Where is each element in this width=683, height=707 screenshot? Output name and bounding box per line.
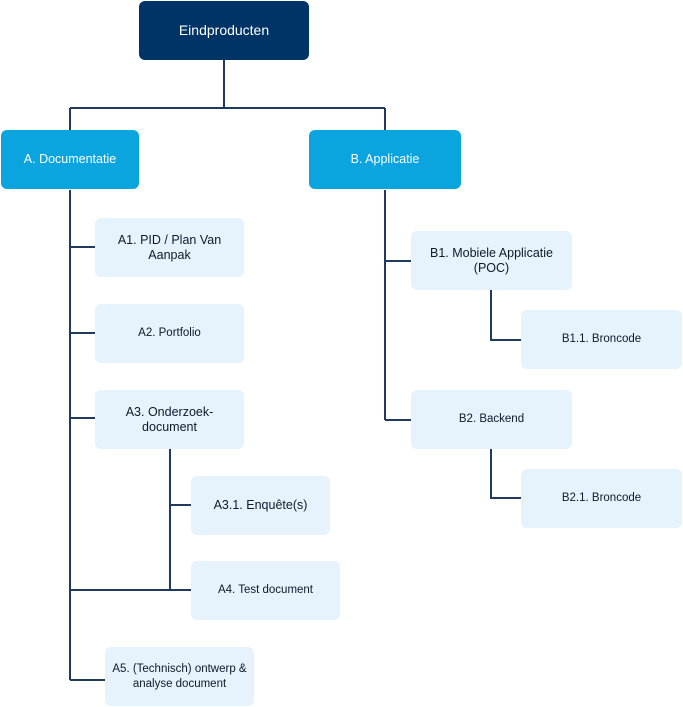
- mobiele-applicatie-connector: [490, 289, 521, 341]
- node-a5-technisch-ontwerp-analyse: A5. (Technisch) ontwerp & analyse docume…: [105, 647, 254, 706]
- backend-connector: [490, 449, 521, 499]
- applicatie-connector: [384, 190, 411, 421]
- node-a4-test-document: A4. Test document: [191, 561, 340, 620]
- category-node-applicatie: B. Applicatie: [309, 130, 461, 189]
- documentatie-connector: [69, 190, 191, 681]
- node-b2-backend: B2. Backend: [411, 390, 572, 449]
- node-a3-1-enquetes: A3.1. Enquête(s): [191, 476, 330, 535]
- root-node-eindproducten: Eindproducten: [139, 1, 309, 60]
- node-a2-portfolio: A2. Portfolio: [95, 304, 244, 363]
- category-node-documentatie: A. Documentatie: [1, 130, 139, 189]
- node-a3-onderzoek-document: A3. Onderzoek-document: [95, 390, 244, 449]
- node-a1-pid-plan-van-aanpak: A1. PID / Plan Van Aanpak: [95, 218, 244, 277]
- node-b2-1-broncode: B2.1. Broncode: [521, 469, 682, 528]
- root-connector: [69, 60, 386, 130]
- node-b1-mobiele-applicatie: B1. Mobiele Applicatie (POC): [411, 231, 572, 290]
- onderzoek-connector: [169, 449, 191, 590]
- node-b1-1-broncode: B1.1. Broncode: [521, 310, 682, 369]
